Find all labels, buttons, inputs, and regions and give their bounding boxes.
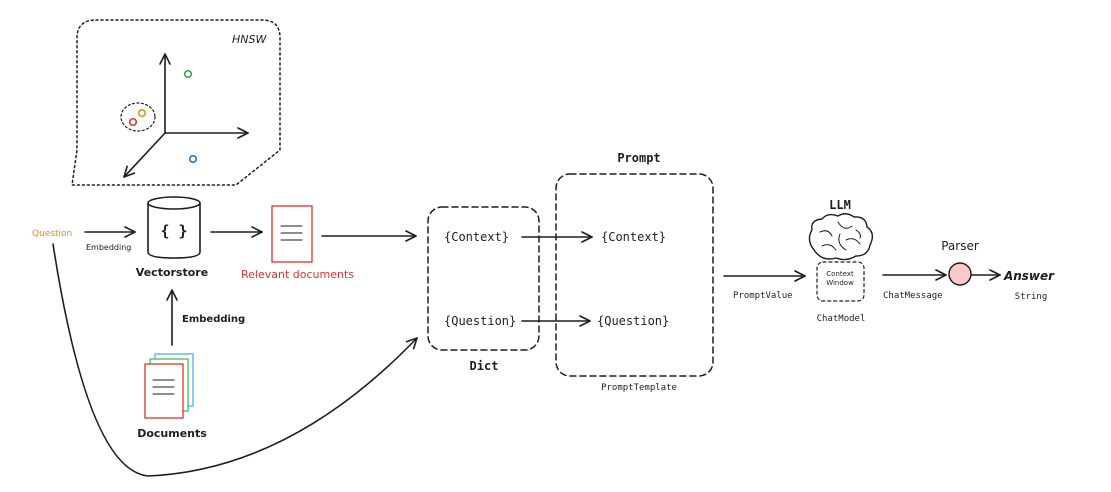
dict-context-label: {Context}	[444, 230, 509, 244]
question-label: Question	[32, 229, 72, 239]
vectorstore-symbol: { }	[160, 222, 187, 240]
documents-label: Documents	[137, 427, 207, 440]
vector-point-orange	[137, 108, 147, 118]
string-label: String	[1015, 292, 1048, 302]
prompt-box: {Context} {Question}	[555, 173, 714, 377]
relevant-documents-icon	[271, 205, 313, 263]
llm-label: LLM	[829, 198, 851, 212]
hnsw-panel: HNSW	[71, 19, 281, 186]
prompt-question-label: {Question}	[597, 314, 669, 328]
relevant-documents-label: Relevant documents	[241, 268, 354, 281]
dict-label: Dict	[470, 359, 499, 373]
chat-message-label: ChatMessage	[883, 291, 943, 301]
answer-label: Answer	[1003, 269, 1055, 283]
vector-point-green	[183, 69, 193, 79]
vectorstore-icon: { }	[147, 196, 201, 259]
embedding-question-label: Embedding	[86, 243, 131, 252]
brain-icon	[808, 213, 874, 261]
parser-label: Parser	[941, 239, 979, 253]
chat-model-label: ChatModel	[817, 314, 866, 324]
cluster-outline	[120, 102, 156, 132]
context-window-line1: Context	[826, 270, 854, 278]
documents-icon	[144, 353, 194, 419]
embedding-documents-label: Embedding	[182, 314, 245, 325]
vector-point-blue	[188, 154, 198, 164]
context-window-box: Context Window	[816, 261, 865, 302]
axis-z	[123, 132, 166, 178]
hnsw-label: HNSW	[232, 33, 267, 46]
prompt-context-label: {Context}	[601, 230, 666, 244]
prompt-value-label: PromptValue	[733, 291, 793, 301]
dict-question-label: {Question}	[444, 314, 516, 328]
dict-box: {Context} {Question}	[427, 206, 540, 351]
prompt-template-label: PromptTemplate	[601, 383, 677, 393]
parser-node-icon	[948, 262, 972, 286]
prompt-label: Prompt	[617, 151, 660, 165]
hnsw-callout-frame	[71, 19, 281, 186]
vectorstore-label: Vectorstore	[136, 266, 208, 279]
context-window-line2: Window	[826, 279, 854, 287]
vector-point-red	[128, 117, 138, 127]
question-to-dict-curve	[52, 243, 418, 477]
